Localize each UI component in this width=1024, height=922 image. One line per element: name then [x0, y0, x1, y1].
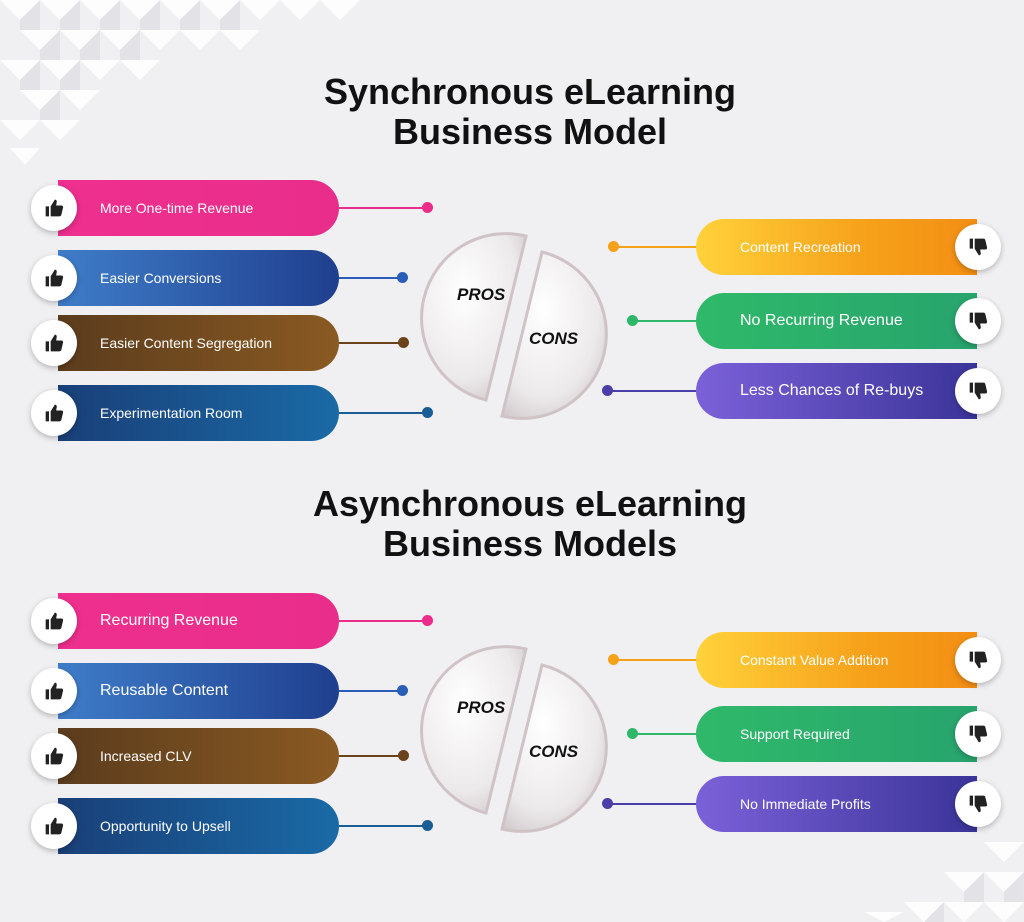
- con-connector-dot: [602, 798, 613, 809]
- thumbs-up-icon: [31, 255, 77, 301]
- thumbs-up-icon: [31, 803, 77, 849]
- pro-item: Easier Content Segregation: [58, 315, 339, 371]
- pros-half: [420, 645, 528, 815]
- thumbs-up-icon: [31, 320, 77, 366]
- thumbs-up-icon: [31, 598, 77, 644]
- con-item: Content Recreation: [696, 219, 977, 275]
- pro-connector-line: [339, 207, 427, 209]
- pro-connector-dot: [398, 337, 409, 348]
- con-connector-dot: [608, 654, 619, 665]
- pro-connector-dot: [397, 272, 408, 283]
- pro-item: Opportunity to Upsell: [58, 798, 339, 854]
- thumbs-down-icon: [955, 711, 1001, 757]
- con-item: Support Required: [696, 706, 977, 762]
- pro-connector-line: [339, 620, 427, 622]
- pros-label: PROS: [457, 285, 506, 304]
- pro-item-label: Easier Conversions: [100, 270, 222, 286]
- pro-item: Experimentation Room: [58, 385, 339, 441]
- con-connector-line: [632, 733, 696, 735]
- thumbs-down-icon: [955, 298, 1001, 344]
- con-connector-dot: [627, 315, 638, 326]
- con-item: Less Chances of Re-buys: [696, 363, 977, 419]
- thumbs-up-icon: [31, 668, 77, 714]
- con-item: No Immediate Profits: [696, 776, 977, 832]
- pro-item: Increased CLV: [58, 728, 339, 784]
- con-item: Constant Value Addition: [696, 632, 977, 688]
- thumbs-down-icon: [955, 637, 1001, 683]
- pros-label: PROS: [457, 698, 506, 717]
- pro-item-label: More One-time Revenue: [100, 200, 254, 216]
- thumbs-up-icon: [31, 733, 77, 779]
- con-connector-dot: [608, 241, 619, 252]
- pro-item: Easier Conversions: [58, 250, 339, 306]
- pro-connector-line: [339, 755, 403, 757]
- thumbs-down-icon: [955, 368, 1001, 414]
- thumbs-up-icon: [31, 390, 77, 436]
- cons-label: CONS: [529, 329, 579, 348]
- pro-connector-dot: [397, 685, 408, 696]
- pro-item-label: Increased CLV: [100, 748, 192, 764]
- pro-item: Reusable Content: [58, 663, 339, 719]
- decorative-cube-pattern: [0, 0, 360, 165]
- con-item-label: Less Chances of Re-buys: [740, 382, 924, 399]
- pros-cons-circle: [420, 232, 608, 420]
- con-connector-line: [607, 803, 696, 805]
- pro-connector-dot: [422, 820, 433, 831]
- pros-cons-circle: [420, 645, 608, 833]
- cons-half: [500, 663, 608, 833]
- thumbs-up-icon: [31, 185, 77, 231]
- pro-connector-line: [339, 342, 403, 344]
- con-connector-dot: [602, 385, 613, 396]
- thumbs-down-icon: [955, 224, 1001, 270]
- pro-item-label: Opportunity to Upsell: [100, 818, 231, 834]
- pro-connector-line: [339, 412, 427, 414]
- pro-item-label: Experimentation Room: [100, 405, 243, 421]
- pro-connector-line: [339, 690, 402, 692]
- pro-connector-dot: [422, 202, 433, 213]
- con-item-label: Support Required: [740, 726, 850, 742]
- con-item-label: No Recurring Revenue: [740, 312, 903, 329]
- con-connector-line: [632, 320, 696, 322]
- decorative-cube-pattern-bottom: [864, 842, 1024, 922]
- pro-connector-dot: [398, 750, 409, 761]
- con-item-label: Content Recreation: [740, 239, 861, 255]
- pro-item-label: Recurring Revenue: [100, 612, 238, 629]
- pro-item: More One-time Revenue: [58, 180, 339, 236]
- con-item-label: Constant Value Addition: [740, 652, 889, 668]
- con-item: No Recurring Revenue: [696, 293, 977, 349]
- con-connector-line: [613, 659, 696, 661]
- pro-connector-dot: [422, 615, 433, 626]
- cons-half: [500, 250, 608, 420]
- pro-connector-line: [339, 277, 402, 279]
- pros-half: [420, 232, 528, 402]
- pro-connector-dot: [422, 407, 433, 418]
- cons-label: CONS: [529, 742, 579, 761]
- pro-item-label: Easier Content Segregation: [100, 335, 272, 351]
- con-connector-dot: [627, 728, 638, 739]
- pro-item-label: Reusable Content: [100, 682, 229, 699]
- con-connector-line: [607, 390, 696, 392]
- pro-connector-line: [339, 825, 427, 827]
- con-connector-line: [613, 246, 696, 248]
- con-item-label: No Immediate Profits: [740, 796, 871, 812]
- thumbs-down-icon: [955, 781, 1001, 827]
- pro-item: Recurring Revenue: [58, 593, 339, 649]
